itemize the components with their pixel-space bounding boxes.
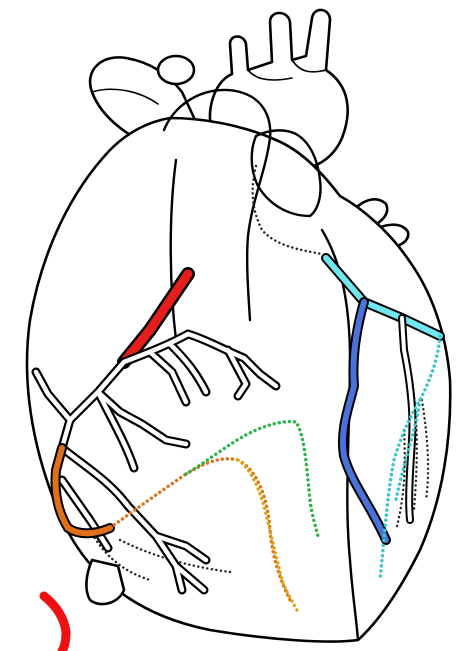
inferior-vena-cava: [86, 560, 124, 604]
partial-bracket-icon: [44, 596, 66, 651]
